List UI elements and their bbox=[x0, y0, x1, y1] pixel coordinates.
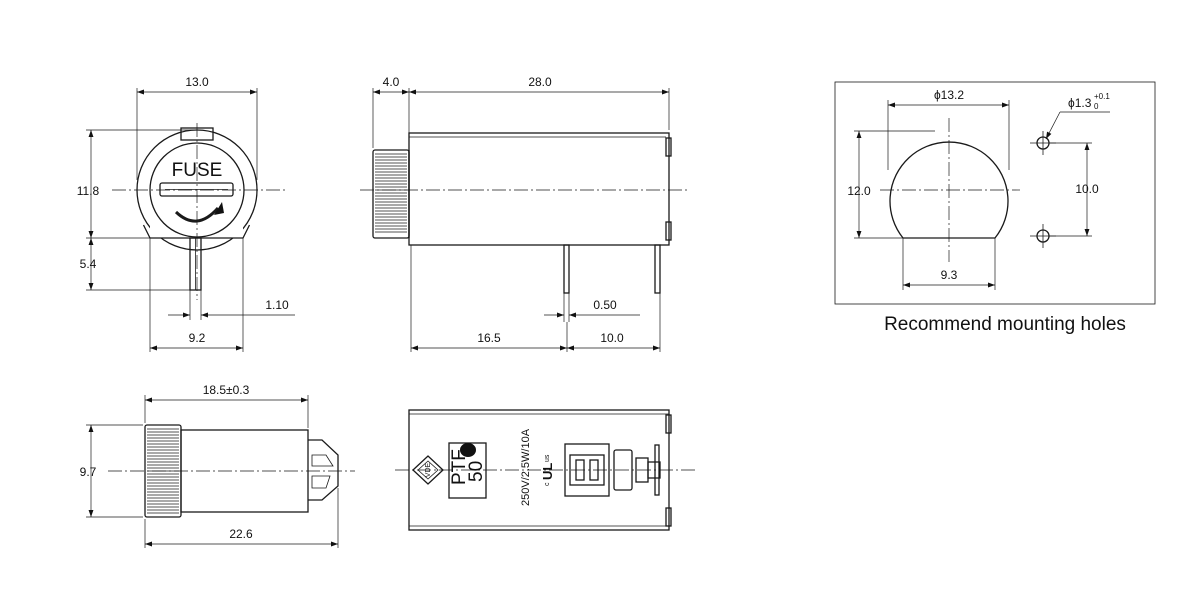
dim-mount-diameter: ϕ13.2 bbox=[934, 88, 964, 102]
brand-logo-icon bbox=[460, 443, 476, 457]
dim-bl-length: 18.5±0.3 bbox=[203, 383, 250, 397]
ul-mark: UL bbox=[540, 463, 555, 480]
bl-clip bbox=[308, 439, 339, 501]
clip-frame bbox=[564, 443, 610, 497]
side-body bbox=[408, 132, 670, 246]
mounting-cutout bbox=[889, 141, 1009, 239]
dim-front-height: 11.8 bbox=[77, 184, 100, 198]
vde-mark-icon bbox=[412, 455, 444, 485]
mounting-frame bbox=[834, 81, 1156, 305]
dim-body-length: 28.0 bbox=[528, 75, 552, 89]
dim-hole-tol-upper: +0.1 bbox=[1094, 92, 1110, 101]
dim-bl-height: 9.7 bbox=[80, 465, 97, 479]
dim-pin-length: 5.4 bbox=[80, 257, 97, 271]
side-pin-1 bbox=[563, 244, 570, 294]
clip-latch bbox=[613, 449, 633, 491]
dim-hole-diameter: ϕ1.3 bbox=[1068, 96, 1092, 110]
mounting-caption: Recommend mounting holes bbox=[884, 314, 1126, 335]
rotation-arrow-head-icon bbox=[214, 202, 224, 215]
dim-pin-gap: 10.0 bbox=[600, 331, 624, 345]
label-view: VDE PTF 50 250V/2.5W/10A UL c us bbox=[395, 409, 695, 531]
bottom-left-view: 18.5±0.3 9.7 22.6 bbox=[80, 383, 355, 548]
front-slot bbox=[159, 182, 234, 197]
dim-flat-width: 9.3 bbox=[941, 268, 958, 282]
ul-c: c bbox=[544, 482, 551, 486]
mounting-holes-view: ϕ1.3 +0.1 0 ϕ13.2 12.0 10.0 9.3 bbox=[834, 81, 1156, 305]
ul-us: us bbox=[544, 454, 551, 462]
rating-text: 250V/2.5W/10A bbox=[520, 428, 532, 506]
dim-cap-length: 4.0 bbox=[383, 75, 400, 89]
dim-bl-overall: 22.6 bbox=[229, 527, 253, 541]
dim-front-width: 13.0 bbox=[185, 75, 209, 89]
front-view: FUSE 13.0 11.8 5.4 1.10 9.2 bbox=[77, 75, 295, 352]
dim-pin-thickness: 0.50 bbox=[593, 298, 617, 312]
dim-hole-tol-lower: 0 bbox=[1094, 102, 1099, 111]
model-line2: 50 bbox=[466, 461, 487, 482]
model-box bbox=[448, 442, 487, 499]
dim-mount-height: 12.0 bbox=[847, 184, 871, 198]
model-line1: PTF bbox=[449, 449, 470, 485]
dim-pin-offset: 16.5 bbox=[477, 331, 501, 345]
dim-hole-spacing: 10.0 bbox=[1075, 182, 1099, 196]
dim-pin-spacing: 9.2 bbox=[189, 331, 206, 345]
dim-pin-width: 1.10 bbox=[265, 298, 289, 312]
side-view: 4.0 28.0 0.50 16.5 10.0 bbox=[360, 75, 690, 352]
side-pin-2 bbox=[654, 244, 661, 294]
vde-text: VDE bbox=[425, 462, 432, 477]
